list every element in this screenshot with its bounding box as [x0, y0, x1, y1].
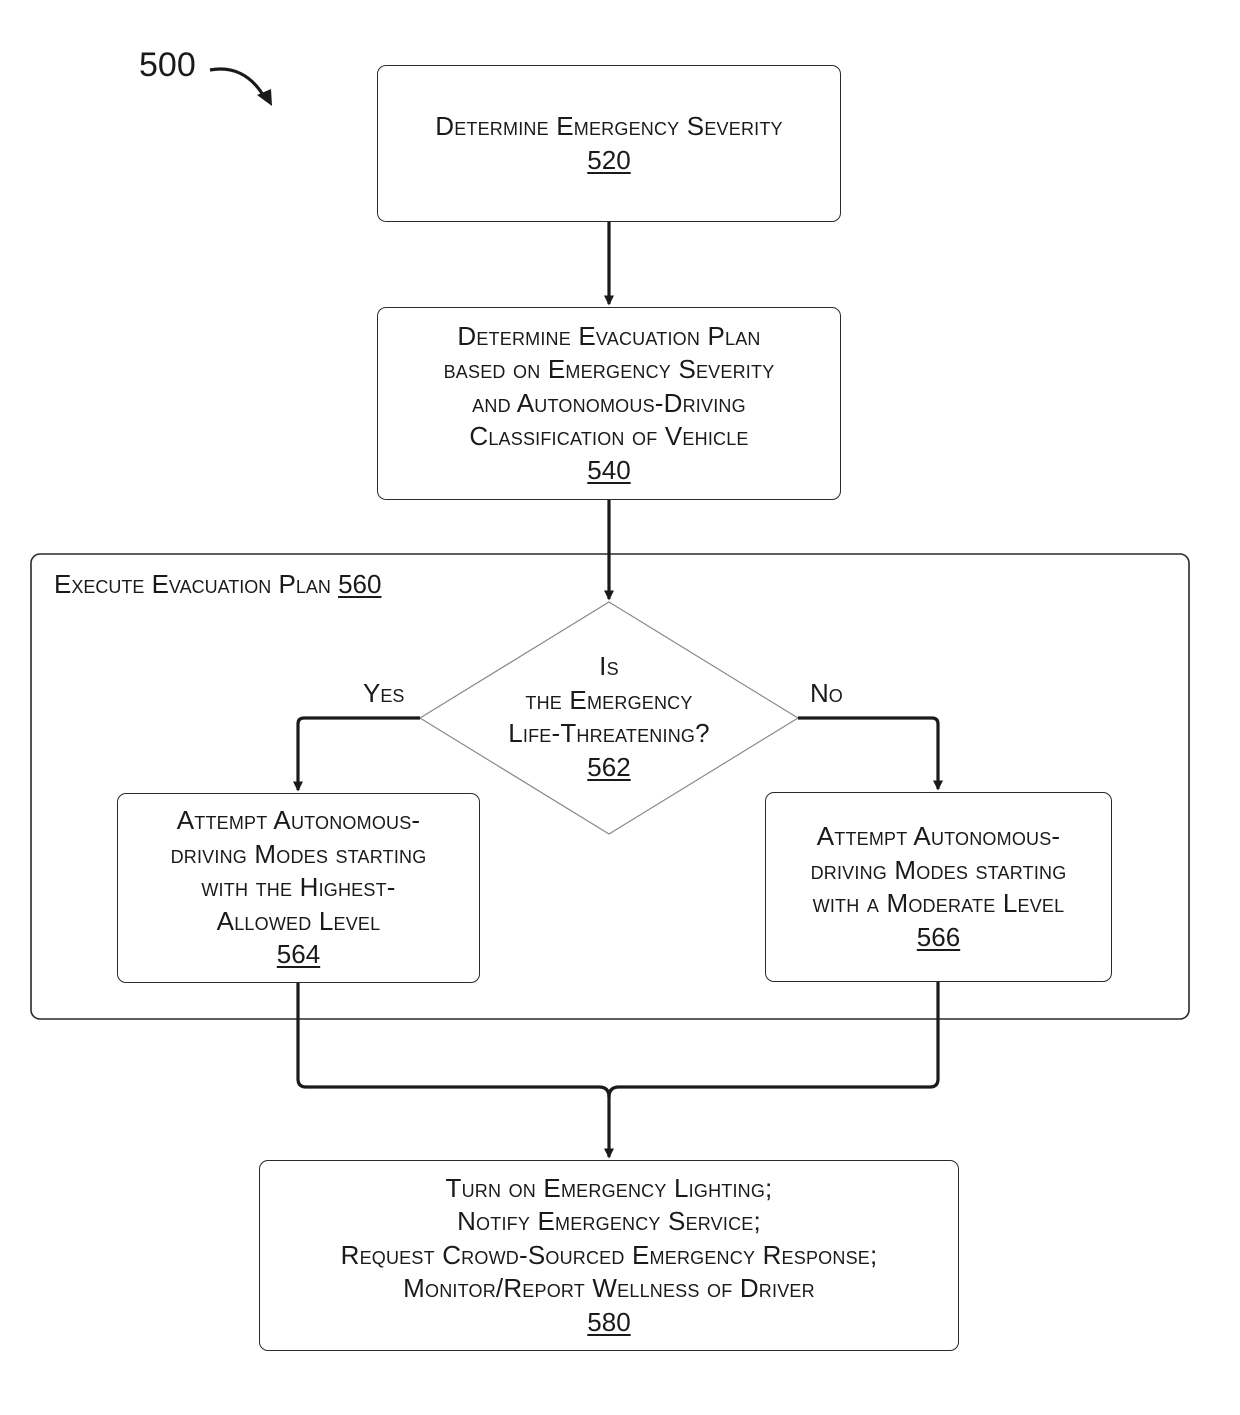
- no-branch-label: No: [810, 678, 843, 708]
- step-566-text-line-3: with a Moderate Level: [813, 887, 1065, 921]
- merge-from-566: [609, 982, 938, 1097]
- execute-evacuation-plan-ref: 560: [338, 569, 381, 599]
- step-520-ref: 520: [587, 144, 630, 178]
- step-540-text-line-3: and Autonomous-Driving: [472, 387, 746, 421]
- step-564-text-line-2: driving Modes starting: [171, 838, 427, 872]
- step-520-text-line-1: Determine Emergency Severity: [435, 110, 783, 144]
- step-580-text-line-2: Notify Emergency Service;: [457, 1205, 761, 1239]
- decision-562-text-line-2: the Emergency: [525, 684, 692, 718]
- yes-branch-label: Yes: [363, 678, 404, 708]
- merge-from-564: [298, 982, 609, 1097]
- figure-number: 500: [139, 50, 196, 80]
- execute-evacuation-plan-title: Execute Evacuation Plan 560: [54, 569, 381, 599]
- step-540-text-line-1: Determine Evacuation Plan: [457, 320, 760, 354]
- step-540-ref: 540: [587, 454, 630, 488]
- step-540-text-line-2: based on Emergency Severity: [444, 353, 775, 387]
- step-566-text-line-2: driving Modes starting: [811, 854, 1067, 888]
- step-520-box: Determine Emergency Severity 520: [377, 65, 841, 222]
- decision-562-text-line-3: Life-Threatening?: [508, 717, 710, 751]
- step-564-text-line-3: with the Highest-: [201, 871, 395, 905]
- step-566-ref: 566: [917, 921, 960, 955]
- step-566-box: Attempt Autonomous- driving Modes starti…: [765, 792, 1112, 982]
- execute-evacuation-plan-title-text: Execute Evacuation Plan: [54, 569, 331, 599]
- step-564-text-line-4: Allowed Level: [217, 905, 381, 939]
- no-branch-connector: [798, 718, 938, 789]
- decision-562-text-line-1: Is: [599, 650, 619, 684]
- step-580-ref: 580: [587, 1306, 630, 1340]
- step-580-box: Turn on Emergency Lighting; Notify Emerg…: [259, 1160, 959, 1351]
- step-540-box: Determine Evacuation Plan based on Emerg…: [377, 307, 841, 500]
- step-564-text-line-1: Attempt Autonomous-: [177, 804, 421, 838]
- step-580-text-line-4: Monitor/Report Wellness of Driver: [403, 1272, 815, 1306]
- step-580-text-line-3: Request Crowd-Sourced Emergency Response…: [341, 1239, 878, 1273]
- step-540-text-line-4: Classification of Vehicle: [469, 420, 748, 454]
- yes-branch-connector: [298, 718, 420, 790]
- step-564-ref: 564: [277, 938, 320, 972]
- step-580-text-line-1: Turn on Emergency Lighting;: [446, 1172, 773, 1206]
- decision-562-text: Is the Emergency Life-Threatening? 562: [420, 650, 798, 784]
- decision-562-ref: 562: [587, 751, 630, 785]
- step-566-text-line-1: Attempt Autonomous-: [817, 820, 1061, 854]
- step-564-box: Attempt Autonomous- driving Modes starti…: [117, 793, 480, 983]
